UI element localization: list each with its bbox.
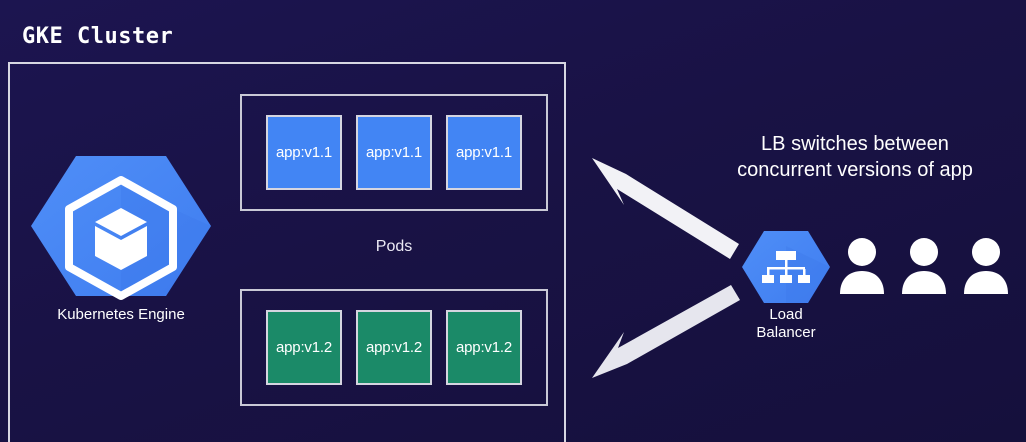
- lb-caption-line2: concurrent versions of app: [737, 158, 973, 181]
- load-balancer-icon: [740, 228, 832, 306]
- arrow-lb-to-v12: [592, 285, 740, 378]
- user-icon: [900, 236, 948, 294]
- pod-box: app:v1.2: [266, 310, 342, 385]
- pod-box: app:v1.1: [356, 115, 432, 190]
- pod-group-v12: app:v1.2 app:v1.2 app:v1.2: [240, 289, 548, 406]
- lb-caption-line1: LB switches between: [761, 133, 949, 155]
- load-balancer-label-line1: Load: [769, 306, 803, 323]
- pod-group-v11: app:v1.1 app:v1.1 app:v1.1: [240, 94, 548, 211]
- users-group: [838, 232, 1010, 294]
- pod-box: app:v1.1: [266, 115, 342, 190]
- user-icon: [962, 236, 1010, 294]
- load-balancer-node: Load Balancer: [740, 228, 832, 341]
- pod-box: app:v1.2: [356, 310, 432, 385]
- pods-caption: Pods: [375, 238, 413, 255]
- kubernetes-engine-node: Kubernetes Engine: [30, 150, 212, 340]
- gke-cluster-boundary: [8, 62, 566, 442]
- page-title: GKE Cluster: [22, 24, 174, 49]
- pod-box: app:v1.2: [446, 310, 522, 385]
- kubernetes-engine-label: Kubernetes Engine: [57, 306, 185, 323]
- kubernetes-engine-icon: [30, 150, 212, 302]
- pod-box: app:v1.1: [446, 115, 522, 190]
- load-balancer-label-line2: Balancer: [756, 323, 816, 341]
- lb-caption: LB switches between concurrent versions …: [692, 132, 1018, 183]
- user-icon: [838, 236, 886, 294]
